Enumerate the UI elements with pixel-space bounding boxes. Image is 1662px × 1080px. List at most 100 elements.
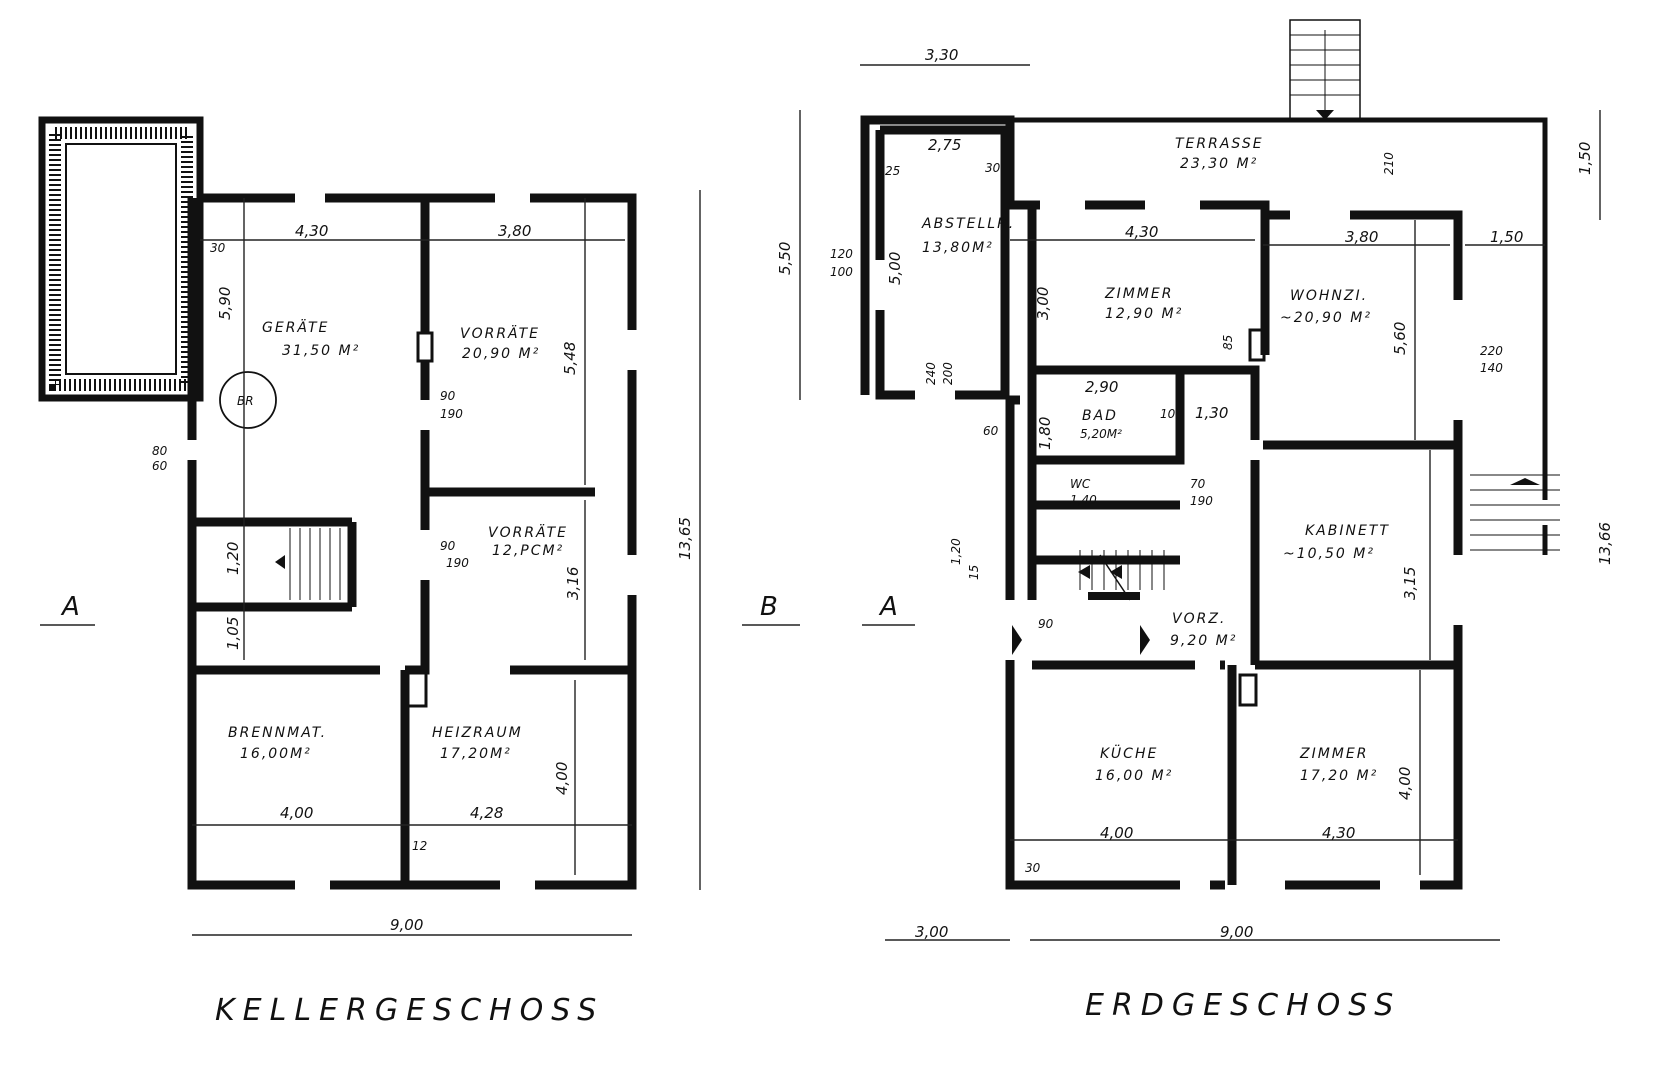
- room-name-brennmat: BRENNMAT.: [228, 725, 327, 741]
- dim-erd-380: 3,80: [1345, 228, 1378, 246]
- erd-dimension-lines: [799, 64, 1601, 941]
- dim-erd-290: 2,90: [1085, 378, 1118, 396]
- room-name-bad: BAD: [1082, 408, 1118, 424]
- dim-keller-win: 80: [152, 444, 168, 458]
- room-name-terrasse: TERRASSE: [1175, 136, 1264, 152]
- room-name-geraete: GERÄTE: [262, 318, 329, 336]
- entrance-arrow-right: [1140, 625, 1150, 655]
- room-area-heizraum: 17,20M²: [440, 746, 512, 762]
- erd-stairs: [1078, 550, 1165, 601]
- dim-erd-90: 90: [1038, 617, 1054, 631]
- dim-erd-560: 5,60: [1391, 322, 1409, 355]
- room-name-zimmer2: ZIMMER: [1299, 746, 1368, 762]
- room-name-wohnzi: WOHNZI.: [1290, 288, 1368, 304]
- room-name-vorraete1: VORRÄTE: [460, 324, 540, 342]
- br-label: BR: [237, 394, 254, 408]
- dim-erd-200: 200: [941, 362, 955, 385]
- dim-keller-h-right: 5,48: [561, 342, 579, 375]
- dim-keller-w-bottom-left: 4,00: [280, 804, 313, 822]
- dim-erd-500: 5,00: [886, 252, 904, 285]
- room-area-wohnzi: ~20,90 M²: [1280, 310, 1372, 326]
- room-area-kueche: 16,00 M²: [1095, 768, 1173, 784]
- room-name-kueche: KÜCHE: [1100, 744, 1158, 762]
- room-area-bad: 5,20M²: [1080, 427, 1122, 441]
- dim-keller-t12: 12: [412, 839, 427, 853]
- dim-erd-300: 3,00: [1034, 287, 1052, 320]
- room-area-wc: 1,40: [1070, 493, 1097, 507]
- room-area-abstellr: 13,80M²: [922, 240, 994, 256]
- dim-keller-stair-h2: 1,05: [224, 617, 242, 650]
- room-area-zimmer2: 17,20 M²: [1300, 768, 1378, 784]
- dim-erd-120b: 1,20: [949, 538, 963, 565]
- dim-erd-10: 10: [1160, 407, 1176, 421]
- dim-erd-140: 140: [1480, 361, 1503, 375]
- entrance-arrow-left: [1012, 625, 1022, 655]
- dim-keller-h-mid: 3,16: [564, 567, 582, 600]
- room-name-wc: WC: [1070, 477, 1091, 491]
- dim-erd-150: 1,50: [1490, 228, 1523, 246]
- dim-keller-height-total: 13,65: [676, 517, 694, 560]
- erd-top-stairs: [1289, 19, 1361, 121]
- room-name-heizraum: HEIZRAUM: [432, 725, 523, 741]
- dim-keller-h-bottom: 4,00: [553, 762, 571, 795]
- dim-erd-430: 4,30: [1125, 223, 1158, 241]
- dim-keller-door-d: 190: [446, 556, 469, 570]
- kellergeschoss-plan: BR GERÄTE 31,50 M² VORRÄTE 20,90 M² VORR…: [38, 116, 800, 1028]
- dim-erd-275: 2,75: [928, 136, 961, 154]
- room-name-kabinett: KABINETT: [1305, 523, 1390, 539]
- terrace-outline: [1010, 117, 1548, 555]
- dim-erd-30b: 30: [1025, 861, 1041, 875]
- dim-erd-180: 1,80: [1036, 417, 1054, 450]
- dim-erd-120: 120: [830, 247, 853, 261]
- erd-chimney: [1248, 328, 1266, 362]
- keller-section-a: A: [60, 592, 80, 622]
- dim-erd-400b: 4,00: [1396, 767, 1414, 800]
- room-name-vorz: VORZ.: [1172, 611, 1226, 627]
- dim-keller-stair-h: 1,20: [224, 542, 242, 575]
- keller-outer-wall: [187, 193, 637, 890]
- dim-keller-t30: 30: [210, 241, 226, 255]
- room-area-vorz: 9,20 M²: [1170, 633, 1237, 649]
- keller-dimension-lines: [192, 190, 701, 936]
- dim-erd-150b: 1,50: [1576, 142, 1594, 175]
- erd-inner-walls: [1027, 205, 1458, 885]
- dim-keller-w-bottom-right: 4,28: [470, 804, 503, 822]
- room-name-zimmer1: ZIMMER: [1104, 286, 1173, 302]
- dim-keller-width-total: 9,00: [390, 916, 423, 934]
- dim-erd-900: 9,00: [1220, 923, 1253, 941]
- dim-erd-190: 190: [1190, 494, 1213, 508]
- dim-erd-430b: 4,30: [1322, 824, 1355, 842]
- room-area-vorraete2: 12,PCM²: [492, 543, 564, 559]
- dim-keller-door: 90: [440, 389, 456, 403]
- erd-section-a: A: [878, 592, 898, 622]
- dim-erd-70: 70: [1190, 477, 1206, 491]
- room-area-terrasse: 23,30 M²: [1180, 156, 1258, 172]
- dim-keller-door-b: 190: [440, 407, 463, 421]
- keller-title: KELLERGESCHOSS: [215, 993, 604, 1028]
- room-area-zimmer1: 12,90 M²: [1105, 306, 1183, 322]
- dim-erd-240: 240: [924, 362, 938, 385]
- dim-erd-1366: 13,66: [1596, 522, 1614, 565]
- dim-erd-220: 220: [1480, 344, 1503, 358]
- dim-erd-550: 5,50: [776, 242, 794, 275]
- dim-keller-w-right: 3,80: [498, 222, 531, 240]
- room-area-vorraete1: 20,90 M²: [462, 346, 540, 362]
- dim-keller-win-b: 60: [152, 459, 168, 473]
- dim-erd-315: 3,15: [1401, 567, 1419, 600]
- dim-erd-15: 15: [967, 565, 981, 580]
- dim-erd-100: 100: [830, 265, 853, 279]
- room-name-vorraete2: VORRÄTE: [488, 523, 568, 541]
- light-well-hatch: [49, 127, 193, 391]
- dim-erd-60: 60: [983, 424, 999, 438]
- room-area-brennmat: 16,00M²: [240, 746, 312, 762]
- dim-erd-300b: 3,00: [915, 923, 948, 941]
- room-area-kabinett: ~10,50 M²: [1283, 546, 1375, 562]
- dim-erd-30: 30: [985, 161, 1001, 175]
- room-name-abstellr: ABSTELLR.: [921, 216, 1015, 232]
- dim-keller-w-left: 4,30: [295, 222, 328, 240]
- dim-erd-top-330: 3,30: [925, 46, 958, 64]
- br-circle: [219, 371, 277, 429]
- dim-erd-85: 85: [1221, 335, 1235, 350]
- keller-section-b: B: [760, 592, 778, 622]
